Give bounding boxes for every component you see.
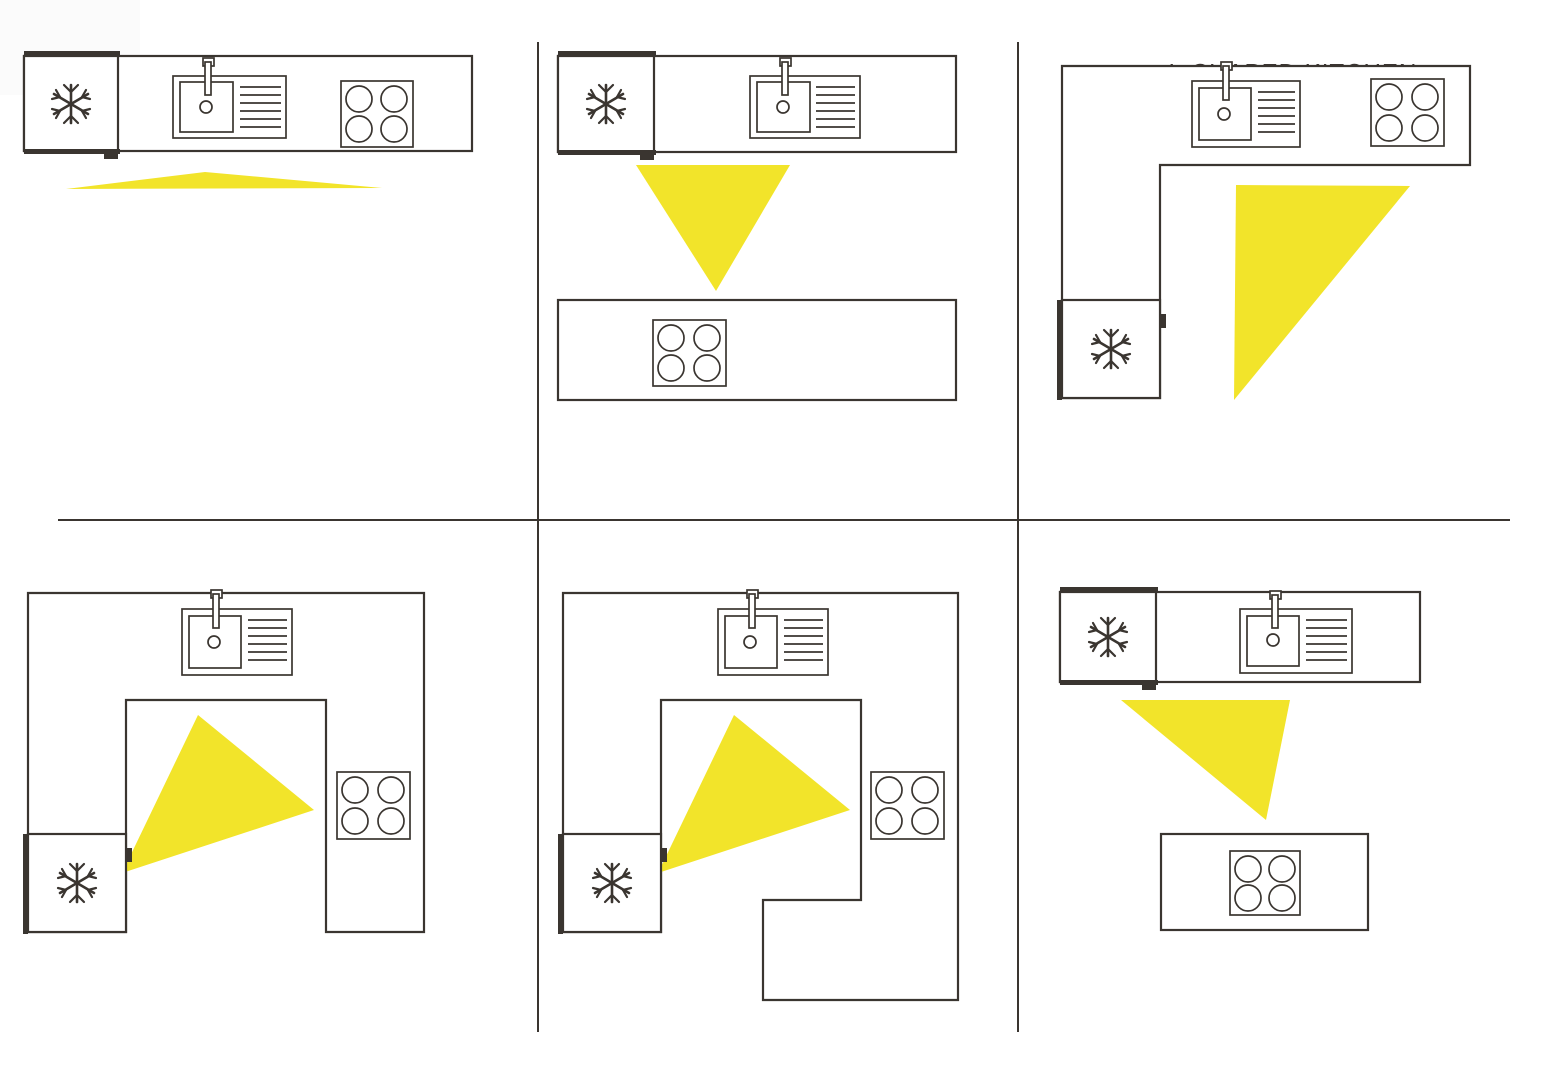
floorplan-l-shaped (1018, 0, 1568, 520)
cooktop-island (1229, 850, 1301, 916)
drain-icon (207, 635, 221, 649)
grid-divider-vertical-right (1017, 42, 1019, 1032)
work-triangle (658, 715, 850, 873)
faucet-icon (204, 61, 212, 96)
work-triangle (1121, 700, 1290, 820)
drain-icon (743, 635, 757, 649)
cooktop (1370, 78, 1445, 147)
drain-icon (1266, 633, 1280, 647)
grid-divider-vertical-left (537, 42, 539, 1032)
faucet-icon (781, 61, 789, 96)
sink (181, 589, 293, 676)
panel-straight-kitchen: STRIGHT KITCHEN (0, 0, 538, 520)
sink (172, 57, 287, 139)
counter-run-bottom (556, 298, 958, 402)
sink (1191, 61, 1301, 148)
cooktop (340, 80, 414, 148)
snowflake-icon (1087, 616, 1129, 658)
panel-l-shaped-kitchen: L-SHAPED KITCHEN (1018, 0, 1568, 520)
grid-divider-horizontal (58, 519, 1510, 521)
sink (717, 589, 829, 676)
floorplan-straight (0, 0, 538, 520)
cooktop (336, 771, 411, 840)
drainboard-grooves (240, 86, 281, 128)
drain-icon (199, 100, 213, 114)
refrigerator (1057, 298, 1166, 400)
work-triangle (1234, 185, 1410, 400)
panel-u-shaped-kitchen: U-SHAPED KITCHEN (0, 520, 538, 1080)
panel-parallel-kitchen: PARALLEL KITCHEN (538, 0, 1018, 520)
sink (749, 57, 861, 139)
refrigerator (1058, 587, 1158, 690)
work-triangle (122, 715, 314, 873)
work-triangle (636, 165, 790, 291)
drainboard-grooves (1258, 91, 1295, 133)
faucet-icon (748, 593, 756, 629)
drainboard-grooves (784, 619, 823, 661)
snowflake-icon (585, 83, 627, 125)
refrigerator (23, 832, 132, 934)
floorplan-parallel (538, 0, 1018, 520)
snowflake-icon (50, 83, 92, 125)
floorplan-u-shaped (0, 520, 538, 1080)
cooktop (652, 319, 727, 387)
drainboard-grooves (248, 619, 287, 661)
drainboard-grooves (1306, 619, 1347, 661)
refrigerator (558, 832, 667, 934)
faucet-icon (1271, 594, 1279, 629)
snowflake-icon (56, 862, 98, 904)
faucet-icon (1222, 65, 1230, 101)
panel-g-shaped-kitchen: G-SHAPED KITCHEN (538, 520, 1018, 1080)
sink (1239, 590, 1353, 674)
floorplan-g-shaped (538, 520, 1018, 1080)
cooktop (870, 771, 945, 840)
refrigerator (556, 51, 656, 160)
faucet-icon (212, 593, 220, 629)
drain-icon (776, 100, 790, 114)
snowflake-icon (591, 862, 633, 904)
snowflake-icon (1090, 328, 1132, 370)
floorplan-island (1018, 520, 1568, 1080)
refrigerator (22, 51, 120, 159)
drainboard-grooves (816, 86, 855, 128)
drain-icon (1217, 107, 1231, 121)
panel-island-kitchen: ISLAND KITCHEN (1018, 520, 1568, 1080)
work-triangle (66, 172, 382, 189)
